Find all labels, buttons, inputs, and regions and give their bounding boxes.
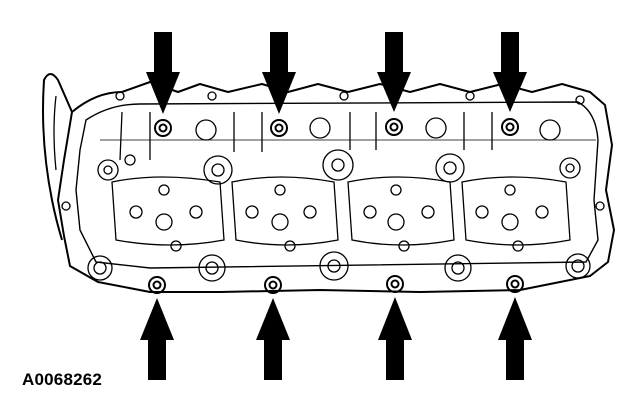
bolt-top-1 xyxy=(154,119,172,137)
arrow-up-icon xyxy=(378,297,412,380)
bolt-bottom-3 xyxy=(386,275,404,293)
arrow-up-icon xyxy=(140,298,174,380)
head-bolts xyxy=(148,118,524,294)
cylinder-head-details xyxy=(61,91,605,282)
arrow-up-icon xyxy=(498,297,532,380)
bolt-bottom-2 xyxy=(264,276,282,294)
arrow-down-icon xyxy=(262,32,296,114)
bolt-top-2 xyxy=(270,119,288,137)
arrow-down-icon xyxy=(493,32,527,112)
arrow-down-icon xyxy=(377,32,411,112)
figure-id-label: A0068262 xyxy=(22,370,103,389)
bolt-bottom-1 xyxy=(148,276,166,294)
cylinder-head-outline xyxy=(42,73,615,293)
bolt-top-4 xyxy=(501,118,519,136)
arrow-up-icon xyxy=(256,298,290,380)
arrow-down-icon xyxy=(146,32,180,114)
bolt-arrows xyxy=(140,32,532,380)
bolt-top-3 xyxy=(385,118,403,136)
bolt-bottom-4 xyxy=(506,275,524,293)
